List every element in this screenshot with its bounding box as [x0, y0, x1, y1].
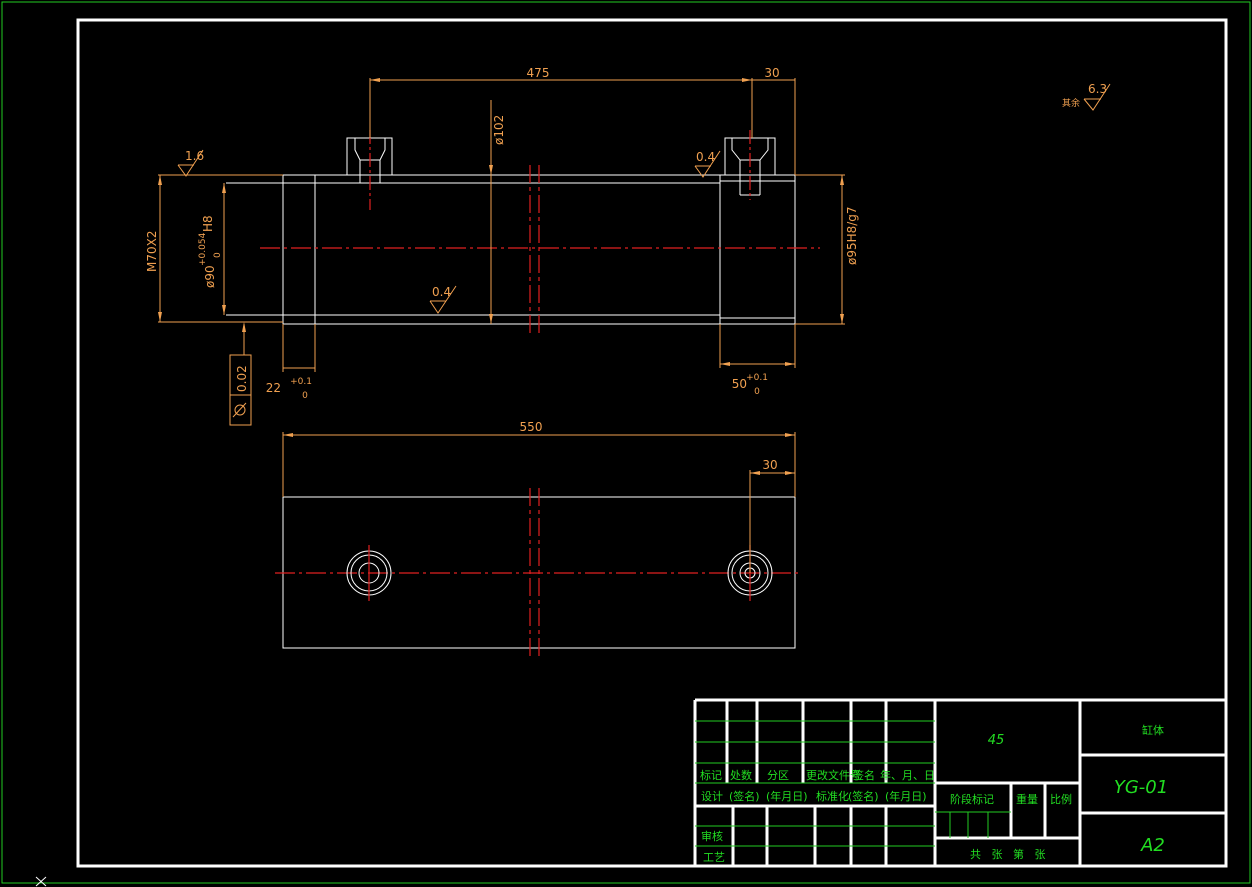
roughness-note-label: 其余	[1062, 97, 1080, 109]
dim-m70: M70X2	[145, 231, 159, 272]
dim-d90-tol-upper: +0.054	[198, 232, 208, 266]
tb-sheets: 共 张 第 张	[970, 847, 1045, 861]
dim-d90-fit: H8	[201, 215, 215, 232]
dim-22-upper: +0.1	[290, 377, 312, 387]
roughness-note-value: 6.3	[1088, 82, 1107, 96]
drawing-frame	[76, 18, 1228, 868]
dim-22: 22	[266, 381, 281, 395]
dim-50: 50	[732, 377, 747, 391]
tb-standard-sign: (签名)	[848, 789, 879, 803]
dim-d102: ø102	[492, 115, 506, 145]
title-block	[693, 698, 1226, 866]
tb-design: 设计	[701, 790, 723, 803]
dim-50-upper: +0.1	[746, 373, 768, 383]
tb-weight: 重量	[1016, 792, 1038, 806]
top-view	[275, 432, 800, 658]
ucs-icon	[35, 876, 47, 887]
tb-process: 工艺	[703, 851, 725, 864]
dim-50-lower: 0	[754, 387, 760, 397]
tb-drawing-no: YG-01	[1114, 777, 1168, 798]
roughness-0-4-b: 0.4	[432, 285, 451, 299]
tb-row-mark: 标记	[700, 768, 722, 782]
dim-30-bottom: 30	[762, 458, 777, 472]
front-view	[158, 78, 1111, 426]
tb-standard-date: (年月日)	[885, 789, 927, 803]
tb-row-date: 年、月、日	[880, 768, 935, 782]
dim-d95: ø95H8/g7	[845, 206, 859, 265]
tb-part-name: 缸体	[1142, 723, 1164, 737]
tb-row-zone: 分区	[767, 769, 789, 782]
tolerance-value: 0.02	[235, 365, 249, 392]
dim-475: 475	[527, 66, 550, 80]
tb-standard: 标准化	[816, 789, 849, 803]
tb-material: 45	[988, 733, 1005, 748]
dim-22-lower: 0	[302, 391, 308, 401]
roughness-1-6: 1.6	[185, 149, 204, 163]
tb-design-date: (年月日)	[766, 789, 808, 803]
tb-stage-mark: 阶段标记	[950, 792, 994, 806]
dim-d90-tol-lower: 0	[213, 252, 223, 258]
dim-d90-base: ø90	[203, 265, 217, 288]
roughness-0-4-a: 0.4	[696, 150, 715, 164]
dim-30-top: 30	[764, 66, 779, 80]
tb-row-count: 处数	[730, 769, 752, 782]
tb-review: 审核	[701, 829, 723, 843]
dim-550: 550	[520, 420, 543, 434]
tb-row-sign: 签名	[853, 768, 875, 782]
tb-scale: 比例	[1050, 792, 1072, 806]
tb-sheet-size: A2	[1140, 835, 1165, 856]
tb-design-sign: (签名)	[729, 789, 760, 803]
tb-row-docno: 更改文件号	[806, 768, 861, 782]
